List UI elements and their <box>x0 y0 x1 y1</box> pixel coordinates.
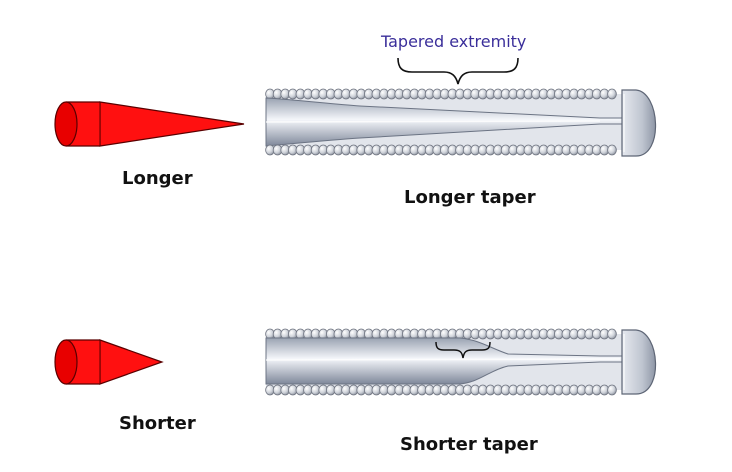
bottom-guidewire <box>265 328 657 396</box>
bottom-cone <box>54 339 164 385</box>
coil-loop <box>607 144 617 156</box>
top-guidewire <box>265 57 657 157</box>
top-rounded-tip <box>621 89 657 157</box>
tapered-extremity-annotation: Tapered extremity <box>381 32 527 51</box>
bottom-cone-label: Shorter <box>119 413 196 434</box>
top-wire-label: Longer taper <box>404 187 536 208</box>
top-curly-brace <box>397 57 519 85</box>
top-cone <box>54 101 245 147</box>
coil-loop <box>607 384 617 396</box>
coil-loop <box>607 328 617 340</box>
bottom-rounded-tip <box>621 329 657 395</box>
bottom-curly-brace <box>435 341 491 359</box>
bottom-wire-label: Shorter taper <box>400 434 538 455</box>
coil-loop <box>607 88 617 100</box>
top-cone-label: Longer <box>122 168 193 189</box>
